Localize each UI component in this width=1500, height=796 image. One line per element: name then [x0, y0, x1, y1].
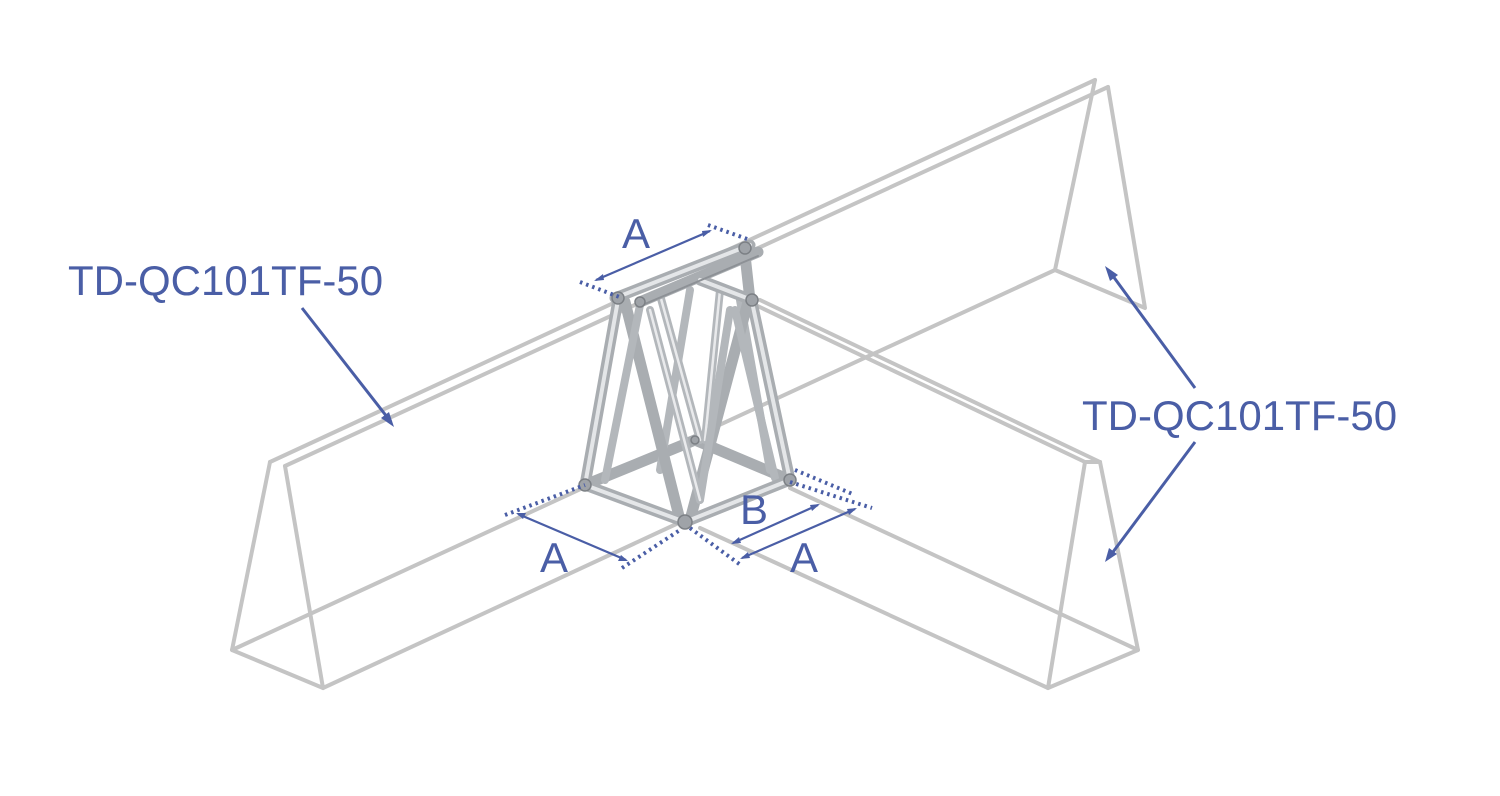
leader-right-up [1108, 271, 1197, 389]
dim-label-b: B [740, 486, 768, 533]
arrow-head-right-up [1105, 266, 1118, 281]
ghost-truss-right [698, 298, 1140, 690]
dim-label-bottom-left: A [540, 534, 568, 581]
label-left-group: TD-QC101TF-50 [68, 257, 394, 427]
arrow-head-left [381, 412, 394, 427]
leader-left [300, 307, 393, 423]
dim-label-bottom-right: A [790, 534, 818, 581]
junction-block [578, 239, 797, 530]
label-right-group: TD-QC101TF-50 [1082, 266, 1397, 562]
dimension-top: A [579, 210, 751, 300]
dimension-bottom-left: A [504, 483, 682, 581]
dim-label-top: A [622, 210, 650, 257]
part-label-right: TD-QC101TF-50 [1082, 392, 1397, 439]
dimension-bottom-right: B A [688, 468, 873, 581]
arrow-head-right-down [1105, 548, 1117, 562]
leader-right-down [1108, 441, 1197, 557]
part-label-left: TD-QC101TF-50 [68, 257, 383, 304]
